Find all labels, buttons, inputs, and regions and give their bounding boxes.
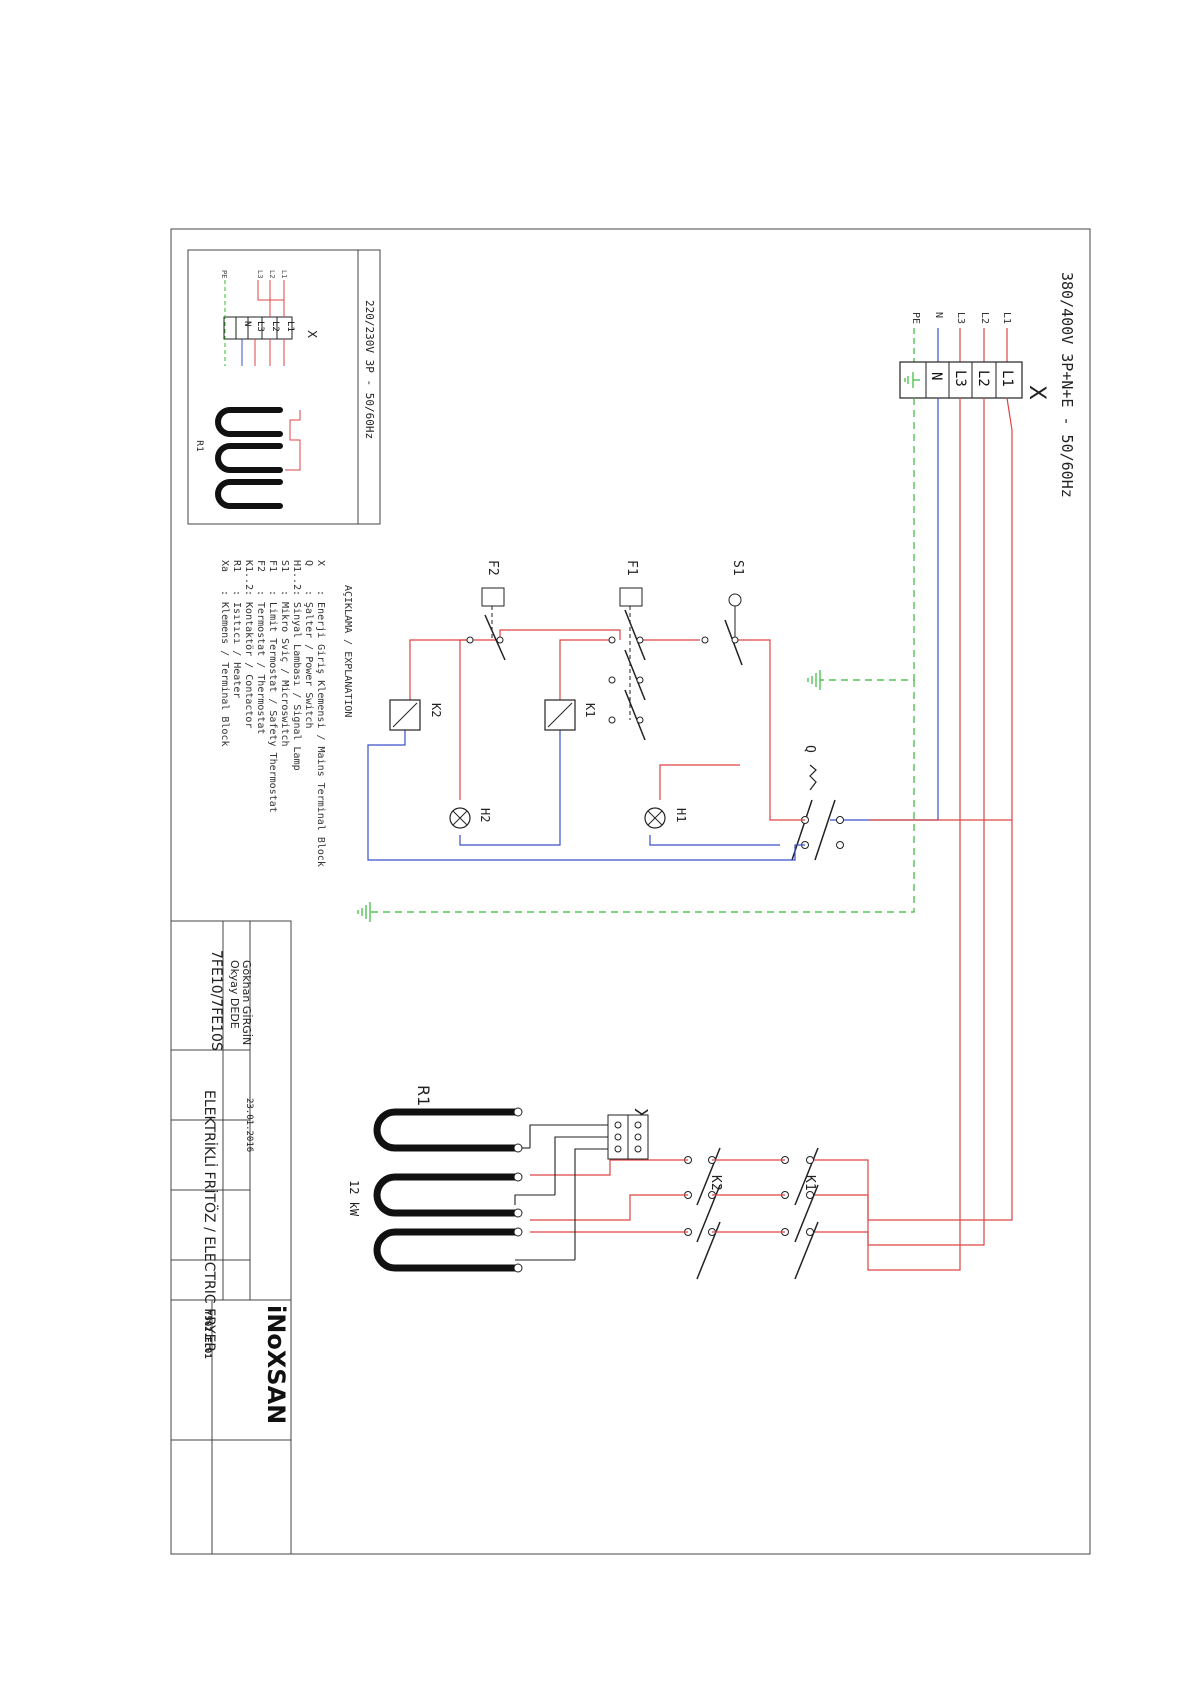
contactor-k1-contacts: K1	[781, 1147, 819, 1280]
control-wires	[367, 629, 805, 861]
legend-code-2: H1..2	[291, 560, 302, 590]
q-label: Q	[802, 745, 817, 753]
wire-label-l1: L1	[1001, 312, 1012, 324]
power-wires	[370, 397, 1013, 1271]
k2-contacts-label: K2	[708, 1175, 723, 1191]
k2-coil-label: K2	[429, 703, 443, 717]
legend-text-5: : Termostat / Thermostat	[255, 590, 266, 735]
drawn-by: Gökhan GİRGİN	[240, 960, 253, 1045]
supply-title: 380/400V 3P+N+E - 50/60Hz	[1058, 272, 1076, 498]
wire-label-l3: L3	[955, 312, 966, 324]
alt-supply-panel: 220/230V 3P - 50/60Hz X L1 L2 L3 PE L1 L…	[187, 249, 381, 525]
wire-label-n: N	[933, 312, 944, 318]
drawing-title: ELEKTRİKLİ FRİTÖZ / ELECTRIC FRYER	[201, 1090, 219, 1352]
svg-text:L3: L3	[255, 321, 265, 332]
legend-code-4: F1	[267, 560, 278, 572]
xa-link-wires	[514, 1124, 608, 1261]
safety-thermostat-f1: F1	[608, 560, 646, 741]
terminal-l3: L3	[952, 370, 968, 387]
svg-text:L2: L2	[268, 270, 276, 278]
alt-heater-label: R1	[194, 440, 204, 452]
contactor-coil-k2: K2	[389, 699, 443, 731]
microswitch-s1: S1	[701, 560, 745, 666]
signal-lamp-h1: H1	[644, 807, 688, 829]
legend-text-8: : Klemens / Terminal Block	[219, 590, 230, 747]
terminal-l1: L1	[999, 370, 1015, 387]
supply-wire-labels: L1 L2 L3 N PE	[910, 312, 1012, 324]
title-block: Gökhan GİRGİN Okyay DEDE 7FE10/7FE10S 23…	[170, 920, 292, 1555]
company-logo: iNoXSAN	[262, 1305, 290, 1424]
svg-text:X: X	[1024, 385, 1049, 400]
legend-code-8: Xa	[219, 560, 230, 572]
legend-text-7: : Isıtıcı / Heater	[231, 590, 242, 698]
svg-text:PE: PE	[220, 270, 228, 278]
alt-terminal-x-label: X	[305, 330, 319, 338]
terminal-earth-icon	[904, 372, 920, 388]
legend-text-3: : Mikro Sviç / Microswitch	[279, 590, 290, 747]
supply-title-text: 380/400V 3P+N+E - 50/60Hz	[1058, 272, 1076, 498]
signal-lamp-h2: H2	[449, 807, 492, 829]
supply-wire-stubs	[913, 328, 1008, 362]
terminal-block-xa: Xa	[607, 1108, 651, 1160]
wire-label-l2: L2	[979, 312, 990, 324]
legend-code-6: K1..2	[243, 560, 254, 590]
legend-code-5: F2	[255, 560, 266, 572]
legend-code-1: Q	[303, 560, 314, 566]
svg-text:N: N	[242, 321, 252, 326]
k1-coil-label: K1	[583, 703, 597, 717]
legend: AÇIKLAMA / EXPLANATION X : Enerji Giriş K…	[219, 560, 353, 867]
drawing-number: Y502.EL01	[202, 1310, 212, 1359]
earth-icon-heater	[357, 902, 371, 922]
heater-r1: R1 12 kW	[347, 1085, 523, 1273]
legend-title: AÇIKLAMA / EXPLANATION	[342, 585, 353, 717]
checked-by: Okyay DEDE	[228, 960, 241, 1029]
legend-code-3: S1	[279, 560, 290, 572]
f2-label: F2	[485, 560, 500, 576]
heater-power-label: 12 kW	[347, 1180, 361, 1217]
svg-text:L1: L1	[280, 270, 288, 278]
svg-text:L3: L3	[256, 270, 264, 278]
terminal-n: N	[928, 372, 944, 380]
contactor-link-wires	[530, 1159, 785, 1233]
legend-text-0: : Enerji Giriş Klemensi / Mains Terminal…	[315, 590, 326, 867]
contactor-k2-contacts: K2	[684, 1147, 723, 1280]
terminal-block-x: L1 L2 L3 N	[899, 361, 1023, 399]
r1-label: R1	[414, 1085, 433, 1106]
power-switch-q: Q	[791, 745, 844, 861]
legend-text-6: : Kontaktör / Contactor	[243, 590, 254, 728]
s1-label: S1	[730, 560, 745, 576]
drawing-date: 23.01.2016	[244, 1098, 254, 1152]
supply-terminal-x-label: X	[1024, 385, 1049, 400]
svg-text:L2: L2	[270, 321, 280, 332]
h1-label: H1	[674, 808, 688, 822]
legend-text-2: : Sinyal Lambası / Signal Lamp	[291, 590, 302, 771]
model-number: 7FE10/7FE10S	[208, 950, 224, 1051]
earth-icon-control	[807, 670, 821, 690]
legend-text-4: : Limit Termostat / Safety Thermostat	[267, 590, 278, 813]
f1-label: F1	[624, 560, 639, 576]
h2-label: H2	[478, 808, 492, 822]
svg-text:L1: L1	[285, 321, 295, 332]
legend-text-1: : Şalter / Power Switch	[303, 590, 314, 728]
alt-supply-title: 220/230V 3P - 50/60Hz	[363, 300, 376, 439]
sheet-border	[170, 228, 1091, 1555]
wire-label-pe: PE	[910, 312, 921, 324]
thermostat-f2: F2	[466, 560, 506, 661]
contactor-coil-k1: K1	[544, 699, 597, 731]
terminal-l2: L2	[975, 370, 991, 387]
legend-code-0: X	[315, 560, 326, 566]
legend-code-7: R1	[231, 560, 242, 572]
